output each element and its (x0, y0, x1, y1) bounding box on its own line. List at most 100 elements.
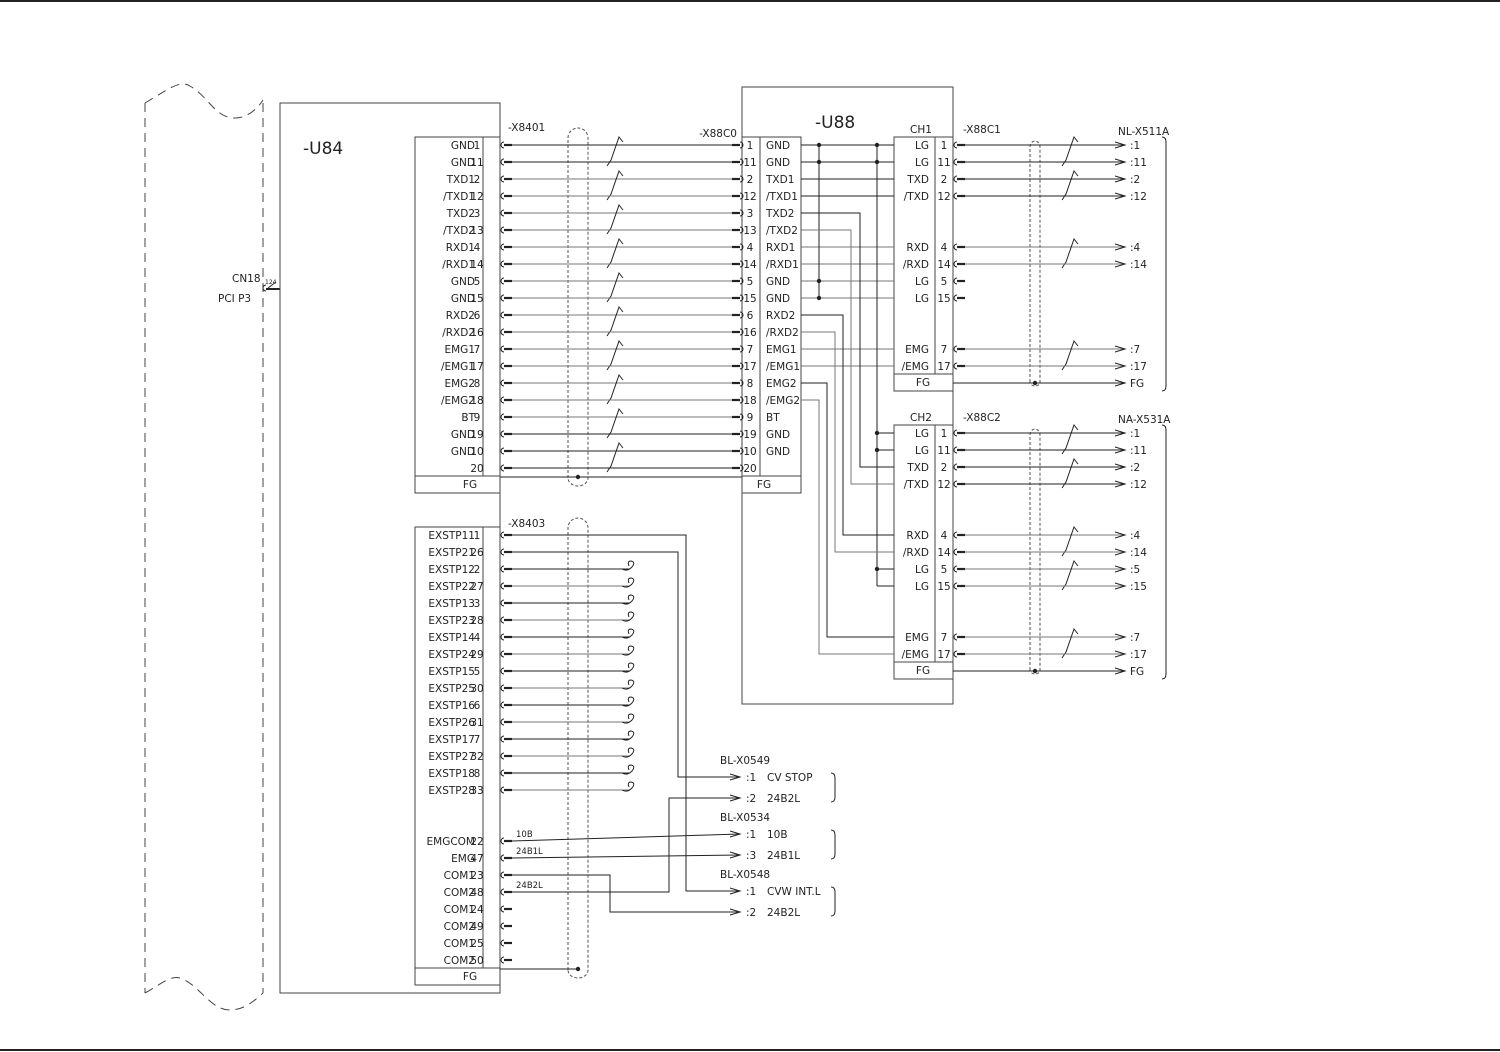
twisted-pair-icon (1061, 237, 1079, 269)
x88c0-pin-label: 12 (743, 191, 756, 203)
x8401-pin-label: 4 (474, 242, 481, 254)
x8403-pin-label: 2 (474, 564, 481, 576)
spare-wire-end-icon (621, 696, 635, 707)
arrow-icon (1114, 650, 1127, 658)
x8403-designator: -X8403 (508, 518, 545, 530)
shield-drain-dot (575, 474, 581, 480)
plug-icon (739, 175, 744, 183)
twisted-pair-icon (1061, 457, 1079, 489)
socket-icon (500, 260, 505, 268)
x88c0-signal-label: EMG1 (766, 344, 797, 356)
gnd-junction-dot (816, 278, 822, 284)
u88-routed-wire (801, 331, 894, 553)
twisted-pair-icon (606, 305, 624, 337)
ch1-cable-shield (1029, 140, 1041, 387)
x8403-signal-label: EXSTP25 (428, 683, 475, 695)
socket-icon (500, 345, 505, 353)
arrow-icon (1114, 345, 1127, 353)
ch2-destination-pin: :2 (1130, 462, 1140, 474)
x88c0-pin-label: 13 (743, 225, 756, 237)
socket-icon (953, 565, 958, 573)
twisted-pair-icon (606, 271, 624, 303)
socket-icon (500, 362, 505, 370)
socket-icon (500, 226, 505, 234)
ch2-destination-pin: :15 (1130, 581, 1147, 593)
x8401-signal-label: /TXD2 (443, 225, 475, 237)
x8403-pin-label: 49 (470, 921, 483, 933)
x8401-signal-label: TXD1 (446, 174, 475, 186)
x8403-pin-label: 26 (470, 547, 484, 559)
terminal-pin: :1 (746, 886, 756, 898)
pci-slot-label: PCI P3 (218, 293, 251, 305)
spare-wire-end-icon (621, 645, 635, 656)
socket-icon (500, 379, 505, 387)
x88c0-pin-label: 4 (747, 242, 754, 254)
bracket (830, 829, 836, 860)
plug-icon (739, 141, 744, 149)
routed-wire (512, 797, 740, 893)
socket-icon (500, 633, 505, 641)
plug-icon (739, 413, 744, 421)
terminal-description: 24B1L (767, 850, 800, 862)
x8401-pin-label: 1 (474, 140, 481, 152)
ch2-destination-pin: :14 (1130, 547, 1147, 559)
x88c0-signal-label: GND (766, 429, 790, 441)
socket-icon (500, 735, 505, 743)
twisted-pair-icon (606, 169, 624, 201)
routed-wire (512, 534, 740, 892)
x8401-pin-label: 11 (470, 157, 483, 169)
external-board-outline (144, 83, 264, 1011)
socket-icon (953, 243, 958, 251)
x8401-pin-label: 3 (474, 208, 481, 220)
x8403-pin-label: 1 (474, 530, 481, 542)
routed-wire (512, 874, 740, 913)
arrow-icon (1114, 565, 1127, 573)
x88c0-pin-label: 3 (747, 208, 754, 220)
terminal-designator: BL-X0548 (720, 869, 770, 881)
wire-number-label: 10B (516, 830, 533, 840)
socket-icon (500, 565, 505, 573)
x88c0-pin-label: 9 (747, 412, 754, 424)
x88c0-signal-label: /RXD2 (766, 327, 799, 339)
x8403-signal-label: EXSTP17 (428, 734, 475, 746)
x8403-signal-label: EXSTP14 (428, 632, 475, 644)
x8401-signal-label: GND (451, 276, 475, 288)
x88c0-pin-label: 5 (747, 276, 754, 288)
ch1-pin-label: 7 (941, 344, 948, 356)
x8401-signal-label: GND (451, 446, 475, 458)
x8403-pin-label: 33 (470, 785, 483, 797)
x8403-fg-label: FG (463, 971, 477, 983)
spare-wire-end-icon (621, 577, 635, 588)
socket-icon (953, 277, 958, 285)
spare-wire-end-icon (621, 662, 635, 673)
ch1-signal-label: EMG (905, 344, 929, 356)
socket-icon (500, 464, 505, 472)
gnd-junction-dot (816, 142, 822, 148)
ch1-signal-label: /EMG (902, 361, 929, 373)
x8401-signal-label: /RXD1 (442, 259, 475, 271)
x8403-signal-label: EXSTP26 (428, 717, 475, 729)
plug-icon (739, 311, 744, 319)
ch1-pin-label: 11 (937, 157, 950, 169)
twisted-pair-icon (606, 373, 624, 405)
ch1-fg-destination: FG (1130, 378, 1144, 390)
x8403-signal-label: EXSTP24 (428, 649, 475, 661)
twisted-pair-icon (1061, 339, 1079, 371)
socket-icon (500, 769, 505, 777)
spare-wire-end-icon (621, 628, 635, 639)
ch2-destination-pin: :1 (1130, 428, 1140, 440)
ch1-fg-label: FG (916, 377, 930, 389)
arrow-icon (1114, 446, 1127, 454)
x8401-pin-label: 8 (474, 378, 481, 390)
spare-wire-end-icon (621, 764, 635, 775)
cable-shield (567, 517, 589, 979)
socket-icon (953, 582, 958, 590)
socket-icon (500, 718, 505, 726)
x88c0-pin-label: 17 (743, 361, 756, 373)
plug-icon (739, 447, 744, 455)
socket-icon (500, 294, 505, 302)
u88-routed-wire (801, 229, 894, 485)
ch1-pin-label: 4 (941, 242, 948, 254)
x88c0-signal-label: RXD1 (766, 242, 795, 254)
socket-icon (500, 871, 505, 879)
